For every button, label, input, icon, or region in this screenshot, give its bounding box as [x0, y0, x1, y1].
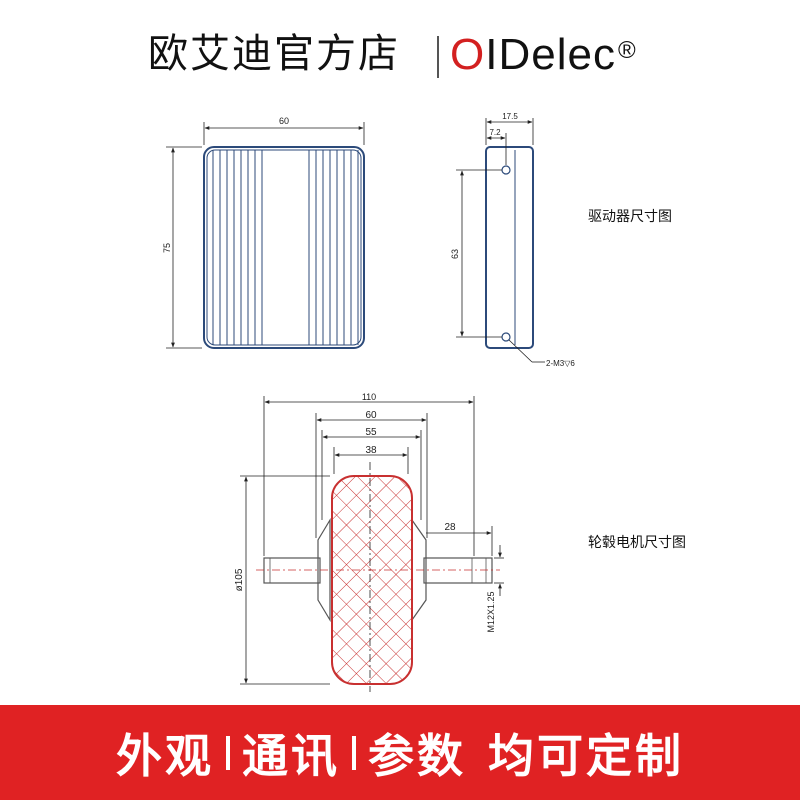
- brand-divider: [437, 36, 439, 78]
- footer-separator: [226, 735, 230, 770]
- dim-width-label: 60: [279, 116, 289, 126]
- motor-caption: 轮毂电机尺寸图: [588, 535, 686, 551]
- hub-motor-view: 110 60 55 38 28 ø105 M12X1.25: [234, 392, 504, 692]
- dim-55-label: 55: [365, 427, 377, 438]
- footer-customizable: 均可定制: [488, 728, 684, 783]
- footer-text: 外观 通讯 参数 均可定制: [0, 705, 800, 800]
- dim-38-label: 38: [365, 445, 377, 456]
- footer-appearance: 外观: [116, 728, 214, 783]
- dim-depth-label: 17.5: [502, 112, 518, 121]
- footer-separator: [352, 735, 356, 770]
- footer-banner: 外观 通讯 参数 均可定制: [0, 705, 800, 800]
- dim-hole-spacing-label: 63: [450, 249, 460, 259]
- header: 欧艾迪官方店 OIDelec®: [0, 0, 800, 95]
- registered-mark: ®: [617, 37, 637, 64]
- dim-diameter-label: ø105: [234, 568, 245, 591]
- footer-parameters: 参数: [368, 728, 466, 783]
- dim-offset-label: 7.2: [489, 128, 501, 137]
- dim-shaft-label: 28: [444, 522, 456, 533]
- dim-60-label: 60: [365, 410, 377, 421]
- brand-name: IDelec: [485, 30, 616, 79]
- hole-note-label: 2-M3▽6: [546, 359, 575, 368]
- driver-front-view: 60 75: [162, 116, 365, 349]
- thread-label: M12X1.25: [486, 591, 496, 632]
- brand-logo: OIDelec®: [450, 30, 637, 80]
- dim-total-label: 110: [362, 392, 376, 402]
- driver-side-view: 17.5 7.2 63 2-M3▽6: [450, 112, 575, 368]
- shop-name: 欧艾迪官方店: [148, 31, 400, 77]
- driver-caption: 驱动器尺寸图: [588, 209, 672, 225]
- dim-height-label: 75: [162, 243, 172, 253]
- brand-letter-o: O: [450, 30, 486, 79]
- footer-communication: 通讯: [242, 728, 340, 783]
